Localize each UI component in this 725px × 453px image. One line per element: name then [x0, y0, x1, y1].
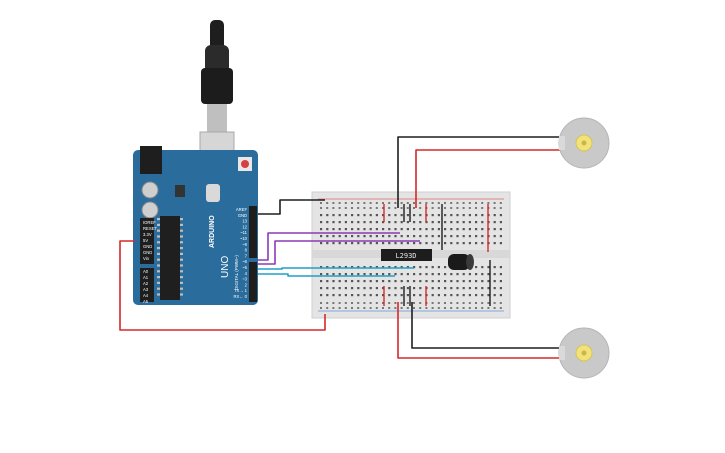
dc-motor-bottom[interactable] — [558, 327, 610, 379]
wires — [119, 136, 560, 359]
atmega-chip — [160, 216, 180, 300]
motor-bottom-black-wire[interactable] — [411, 302, 560, 349]
digital-pin-label: RX← 0 — [234, 294, 248, 299]
digital-pin-label: 7 — [245, 253, 248, 258]
gnd-wire[interactable] — [258, 199, 325, 215]
digital-pin-label: AREF — [236, 207, 248, 212]
motor-top-red-wire[interactable] — [415, 149, 560, 208]
power-pin-label: 5V — [143, 238, 148, 243]
power-pin-label: IOREF — [143, 220, 156, 225]
dc-motor-top[interactable] — [558, 117, 610, 169]
breadboard[interactable] — [311, 191, 511, 319]
analog-pin-label: A1 — [143, 275, 149, 280]
analog-pin-label: A0 — [143, 269, 149, 274]
analog-pin-label: A2 — [143, 281, 149, 286]
power-pin-label: GND — [143, 244, 152, 249]
purple-wire-1[interactable] — [258, 232, 400, 261]
crystal — [206, 184, 220, 202]
digital-pin-label: 8 — [245, 248, 248, 253]
analog-pin-label: A4 — [143, 293, 149, 298]
digital-pin-label: ~11 — [240, 230, 247, 235]
digital-pin-label: 4 — [245, 271, 248, 276]
board-model-text: UNO — [220, 256, 231, 278]
analog-pin-label: A5 — [143, 299, 149, 304]
digital-pin-label: GND — [238, 213, 247, 218]
power-pin-label: 3.3V — [143, 232, 152, 237]
capacitor-icon[interactable] — [448, 254, 474, 270]
digital-pin-label: ~10 — [240, 236, 248, 241]
power-pin-label: RESET — [143, 226, 157, 231]
motor-top-black-wire[interactable] — [397, 136, 560, 208]
dc-jack — [140, 146, 162, 174]
digital-pin-label: 2 — [245, 282, 248, 287]
board-brand-text: ARDUINO — [209, 215, 216, 248]
power-pin-label: GND — [143, 250, 152, 255]
motor-driver-chip[interactable]: L293D — [381, 249, 432, 261]
analog-pin-label: A3 — [143, 287, 149, 292]
digital-pin-label: ~9 — [242, 242, 247, 247]
teal-wire-1[interactable] — [258, 267, 414, 270]
digital-pin-label: ~6 — [242, 259, 247, 264]
dc-motor-icon — [558, 327, 610, 379]
digital-pin-label: ~5 — [242, 265, 247, 270]
5v-wire[interactable] — [119, 240, 326, 331]
dc-motor-icon — [558, 117, 610, 169]
digital-pin-label: TX→ 1 — [234, 288, 248, 293]
chip-label: L293D — [395, 252, 416, 260]
digital-pin-label: ~3 — [242, 277, 247, 282]
digital-pin-label: 12 — [242, 224, 247, 229]
motor-bottom-red-wire[interactable] — [397, 302, 560, 359]
teal-wire-2[interactable] — [258, 273, 395, 277]
digital-pin-label: 13 — [242, 219, 247, 224]
digital-header-text: DIGITAL (PWM~) — [234, 255, 239, 290]
power-pin-label: Vin — [143, 256, 150, 261]
purple-wire-2[interactable] — [258, 240, 420, 265]
